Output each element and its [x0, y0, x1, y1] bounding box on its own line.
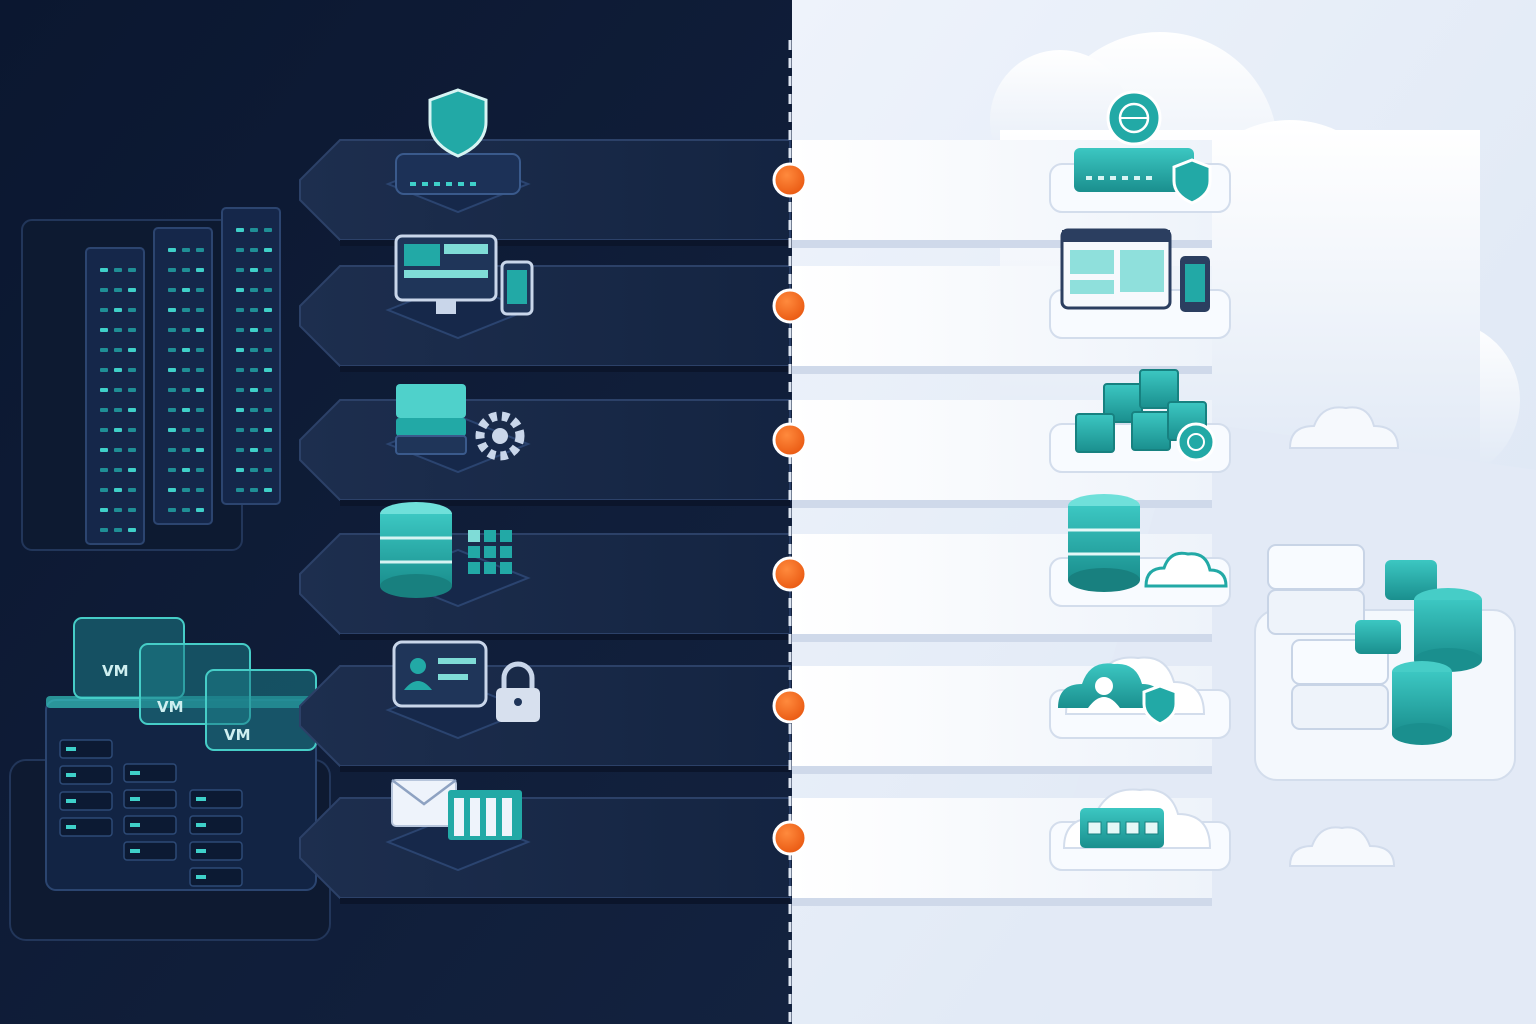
connector-dot: [772, 162, 808, 198]
vm-label: VM: [157, 698, 184, 716]
cloud-storage-cluster: [1254, 544, 1516, 781]
email-and-storage-icon: [385, 779, 531, 872]
small-cloud-icon: [1288, 406, 1400, 867]
desktop-and-mobile-apps-icon: [385, 234, 534, 340]
cloud-network-gateway-icon: [1049, 90, 1231, 213]
vm-label: VM: [102, 662, 129, 680]
cloud-storage-icon: [1049, 788, 1231, 871]
network-security-appliance-icon: [385, 88, 531, 214]
identity-card-with-lock-icon: [385, 640, 540, 740]
virtual-machine-host: VM VM VM: [9, 617, 331, 941]
vm-label: VM: [224, 726, 251, 744]
connector-dot: [772, 688, 808, 724]
on-prem-layer-band: [299, 797, 791, 904]
connector-dot: [772, 820, 808, 856]
database-with-grid-icon: [380, 502, 531, 608]
web-app-and-mobile-icon: [1049, 228, 1231, 339]
on-prem-layer-band: [299, 139, 791, 246]
connector-dot: [772, 288, 808, 324]
container-cluster-icon: [1049, 369, 1231, 473]
on-prem-layer-band: [299, 399, 791, 506]
cloud-database-icon: [1049, 494, 1231, 607]
server-with-gear-icon: [385, 384, 531, 474]
on-prem-layer-band: [299, 665, 791, 772]
server-rack-icon: [21, 207, 281, 551]
connector-dot: [772, 556, 808, 592]
connector-dot: [772, 422, 808, 458]
cloud-identity-icon: [1049, 656, 1231, 739]
on-prem-layer-band: [299, 533, 791, 640]
on-prem-layer-band: [299, 265, 791, 372]
